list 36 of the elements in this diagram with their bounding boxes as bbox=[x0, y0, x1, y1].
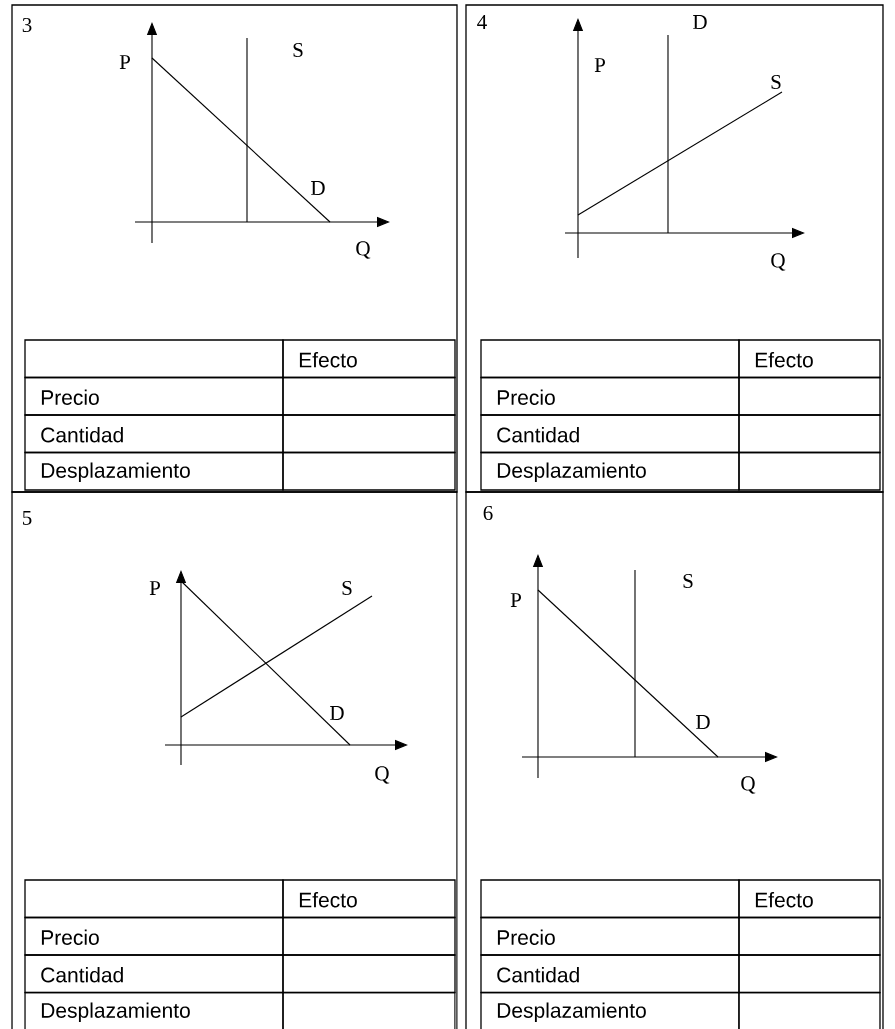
table-cell: Precio bbox=[24, 376, 284, 416]
panel-number: 3 bbox=[22, 17, 32, 33]
table-cell: Desplazamiento bbox=[24, 451, 284, 491]
table-cell: Precio bbox=[480, 916, 740, 956]
table-cell: Efecto bbox=[282, 879, 456, 919]
table-cell: Efecto bbox=[738, 879, 881, 919]
table-cell: Efecto bbox=[738, 339, 881, 379]
table-cell: Cantidad bbox=[480, 414, 740, 454]
table-cell: Precio bbox=[480, 376, 740, 416]
graph-label: Q bbox=[356, 241, 371, 259]
graph-label: S bbox=[683, 573, 693, 589]
panel-number: 4 bbox=[477, 15, 487, 29]
panel-number: 6 bbox=[483, 505, 493, 521]
graph-label: P bbox=[149, 581, 160, 595]
graph-label: P bbox=[510, 593, 521, 607]
graph-label: P bbox=[119, 55, 130, 69]
table-cell: Desplazamiento bbox=[24, 991, 284, 1029]
graph-label: Q bbox=[741, 776, 756, 794]
table-cell: Efecto bbox=[282, 339, 456, 379]
table-cell: Cantidad bbox=[480, 954, 740, 994]
graph-label: S bbox=[771, 74, 781, 90]
graph-label: D bbox=[696, 715, 710, 729]
table-cell: Desplazamiento bbox=[480, 991, 740, 1029]
graph-label: D bbox=[330, 706, 344, 720]
graph-label: S bbox=[293, 42, 303, 58]
graph-label: D bbox=[311, 181, 325, 195]
panel-number: 5 bbox=[22, 511, 32, 525]
table-cell: Cantidad bbox=[24, 954, 284, 994]
graph-label: Q bbox=[375, 766, 390, 784]
graph-label: D bbox=[693, 15, 707, 29]
graph-label: P bbox=[594, 58, 605, 72]
table-cell: Precio bbox=[24, 916, 284, 956]
table-cell: Desplazamiento bbox=[480, 451, 740, 491]
graph-label: S bbox=[342, 580, 352, 596]
graph-label: Q bbox=[771, 253, 786, 271]
table-cell: Cantidad bbox=[24, 414, 284, 454]
